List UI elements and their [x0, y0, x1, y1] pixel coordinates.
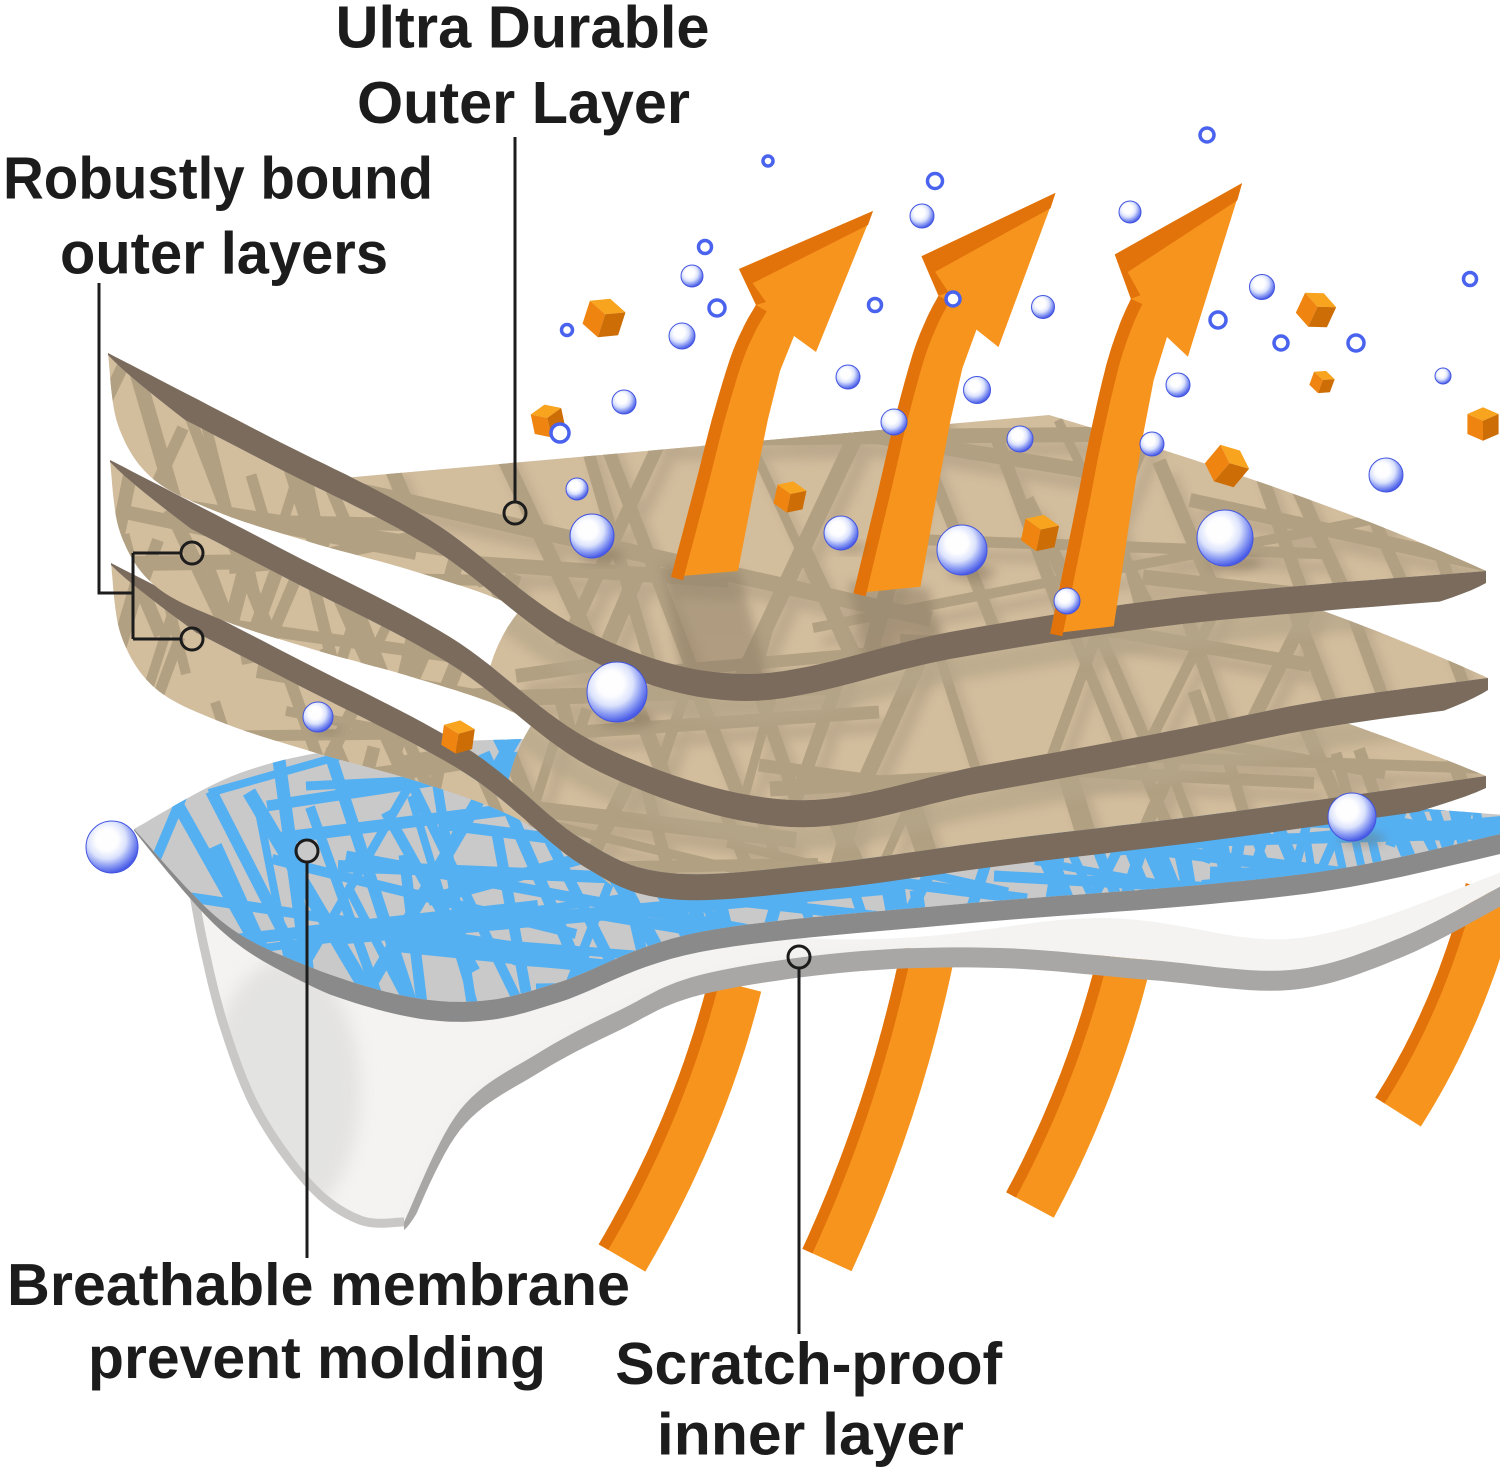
- svg-text:Scratch-proof: Scratch-proof: [615, 1331, 1002, 1397]
- svg-text:Robustly bound: Robustly bound: [3, 145, 433, 211]
- svg-text:inner layer: inner layer: [657, 1401, 964, 1467]
- svg-text:Breathable membrane: Breathable membrane: [7, 1252, 630, 1318]
- svg-text:outer layers: outer layers: [60, 220, 388, 286]
- svg-text:Outer Layer: Outer Layer: [357, 70, 690, 136]
- svg-text:Ultra Durable: Ultra Durable: [336, 0, 710, 60]
- svg-text:prevent molding: prevent molding: [88, 1325, 546, 1391]
